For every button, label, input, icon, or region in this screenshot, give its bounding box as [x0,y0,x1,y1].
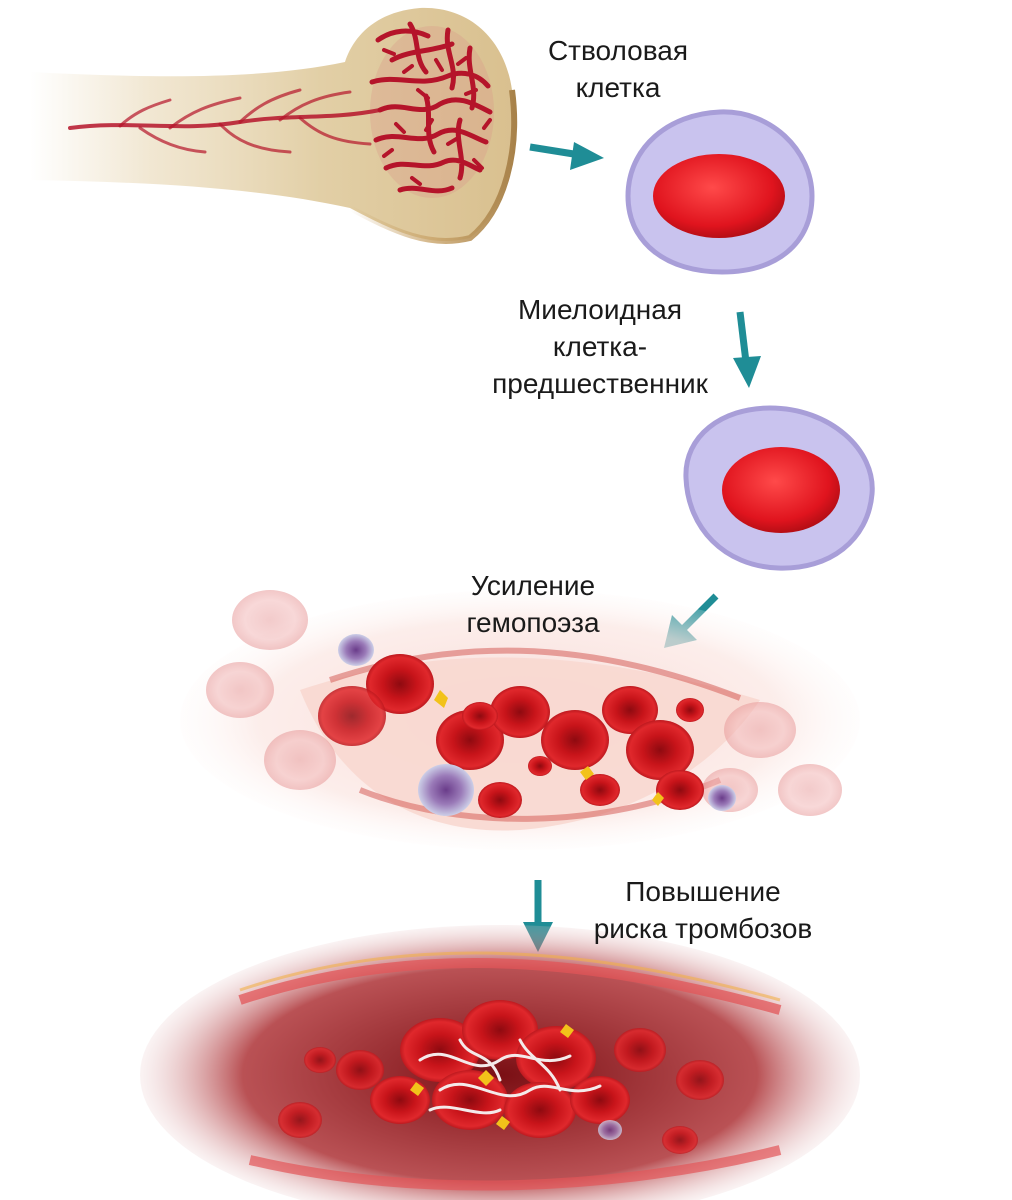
blood-vessel-hemopoiesis [180,590,860,850]
bone-blood-vessels [68,88,382,154]
blood-vessel-thrombosis [140,925,860,1200]
myeloid-cell-nucleus [722,447,840,533]
label-myeloid-progenitor: Миелоидная клетка- предшественник [492,294,708,399]
arrow-stem-to-myeloid [733,311,761,388]
arrow-bone-to-stem-cell [529,142,604,170]
label-thrombosis-risk: Повышение риска тромбозов [593,876,813,944]
stem-cell [625,109,815,275]
myeloid-progenitor-cell [683,405,875,571]
stem-cell-nucleus [653,154,785,238]
thrombus [336,1000,666,1138]
label-stem-cell: Стволовая клетка [547,35,689,103]
bone-illustration [30,7,518,244]
label-hemopoiesis: Усиление гемопоэза [466,570,600,638]
bone-marrow [369,21,494,198]
